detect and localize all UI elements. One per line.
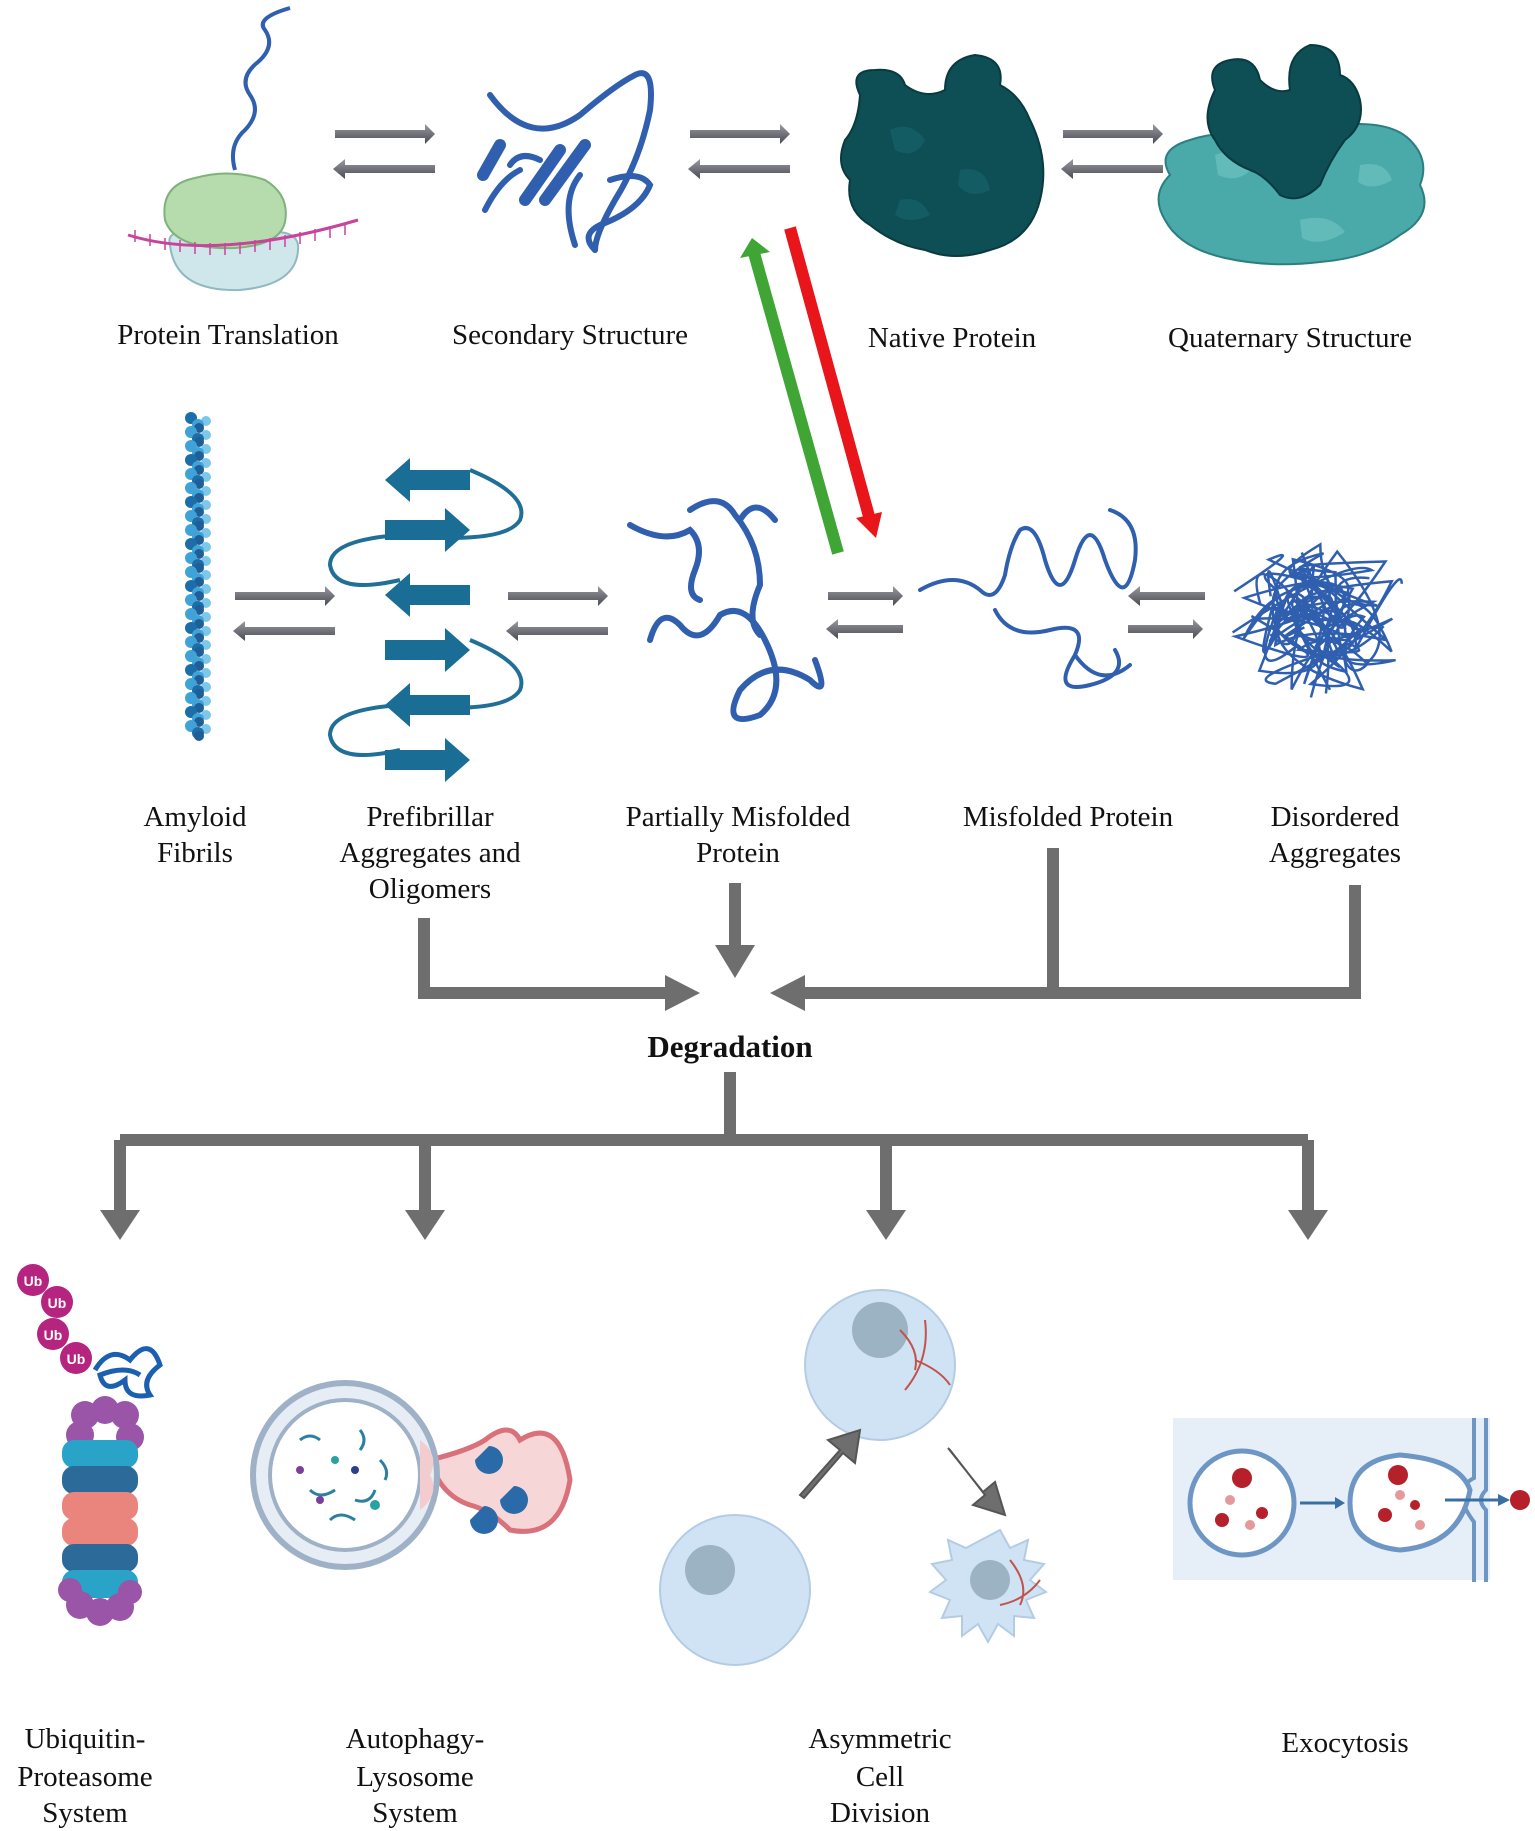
ub-tag-1: Ub [24, 1273, 43, 1289]
equilibrium-arrows-5 [506, 586, 608, 641]
label-acd-line2: Cell [856, 1761, 904, 1793]
tangle-strand [1295, 549, 1381, 665]
label-prefibrillar-line2: Aggregates and [339, 837, 521, 869]
disordered-aggregate-icon [1230, 542, 1403, 698]
misfolded-protein-icon [918, 508, 1138, 689]
label-exocytosis: Exocytosis [1281, 1727, 1408, 1759]
label-degradation: Degradation [647, 1029, 812, 1064]
asymmetric-division-icon [659, 1289, 1049, 1666]
label-quaternary-structure: Quaternary Structure [1168, 322, 1412, 354]
fibril-bead [194, 731, 204, 741]
ribosome-icon [127, 6, 359, 292]
quaternary-structure-icon [1157, 43, 1426, 266]
exocytosis-icon [1173, 1418, 1530, 1582]
tangle-strand [1230, 570, 1385, 659]
proteasome-icon [58, 1346, 163, 1626]
equilibrium-arrows-6 [826, 586, 903, 639]
equilibrium-arrows-7 [1128, 586, 1205, 639]
tangle-strand [1279, 560, 1388, 672]
label-als-line1: Autophagy- [346, 1723, 485, 1755]
native-protein-icon [840, 53, 1045, 257]
refold-arrow-green [740, 238, 844, 555]
equilibrium-arrows-4 [233, 586, 335, 641]
amyloid-fibril-icon [185, 412, 211, 741]
label-partially-misfolded-line1: Partially Misfolded [626, 801, 851, 833]
label-partially-misfolded-line2: Protein [696, 837, 780, 869]
label-ups-line3: System [42, 1797, 128, 1829]
label-als-line3: System [372, 1797, 458, 1829]
label-prefibrillar-line3: Oligomers [369, 873, 491, 905]
ub-tag-4: Ub [67, 1351, 86, 1367]
label-native-protein: Native Protein [868, 322, 1037, 354]
tangle-strand [1231, 542, 1378, 634]
misfold-arrow-red [784, 226, 882, 538]
tangle-strand [1273, 576, 1388, 648]
tangle-strand [1242, 572, 1362, 675]
label-protein-translation: Protein Translation [117, 319, 339, 351]
label-secondary-structure: Secondary Structure [452, 319, 688, 351]
label-disordered-aggregates-line1: Disordered [1271, 801, 1400, 833]
prefibrillar-aggregate-icon [327, 458, 524, 782]
label-acd-line1: Asymmetric [808, 1723, 951, 1755]
label-prefibrillar-line1: Prefibrillar [366, 801, 494, 833]
label-disordered-aggregates-line2: Aggregates [1269, 837, 1401, 869]
label-amyloid-fibrils-line1: Amyloid [143, 801, 247, 833]
equilibrium-arrows-1 [333, 124, 435, 179]
label-ups-line2: Proteasome [17, 1761, 152, 1793]
label-acd-line3: Division [830, 1797, 930, 1829]
ub-tag-3: Ub [44, 1327, 63, 1343]
label-als-line2: Lysosome [356, 1761, 474, 1793]
secondary-structure-icon [477, 70, 654, 253]
tangle-strand [1290, 568, 1378, 690]
equilibrium-arrows-2 [688, 124, 790, 179]
autophagy-lysosome-icon [250, 1380, 573, 1570]
degradation-arrowheads [100, 945, 1328, 1240]
ubiquitin-chain-icon: Ub Ub Ub Ub [17, 1264, 92, 1374]
equilibrium-arrows-3 [1061, 124, 1163, 179]
partially-misfolded-protein-icon [627, 498, 825, 722]
degradation-flow-arrows [114, 848, 1361, 1210]
label-misfolded-protein: Misfolded Protein [963, 801, 1174, 833]
label-amyloid-fibrils-line2: Fibrils [157, 837, 233, 869]
label-ups-line1: Ubiquitin- [25, 1723, 146, 1755]
ub-tag-2: Ub [48, 1295, 67, 1311]
